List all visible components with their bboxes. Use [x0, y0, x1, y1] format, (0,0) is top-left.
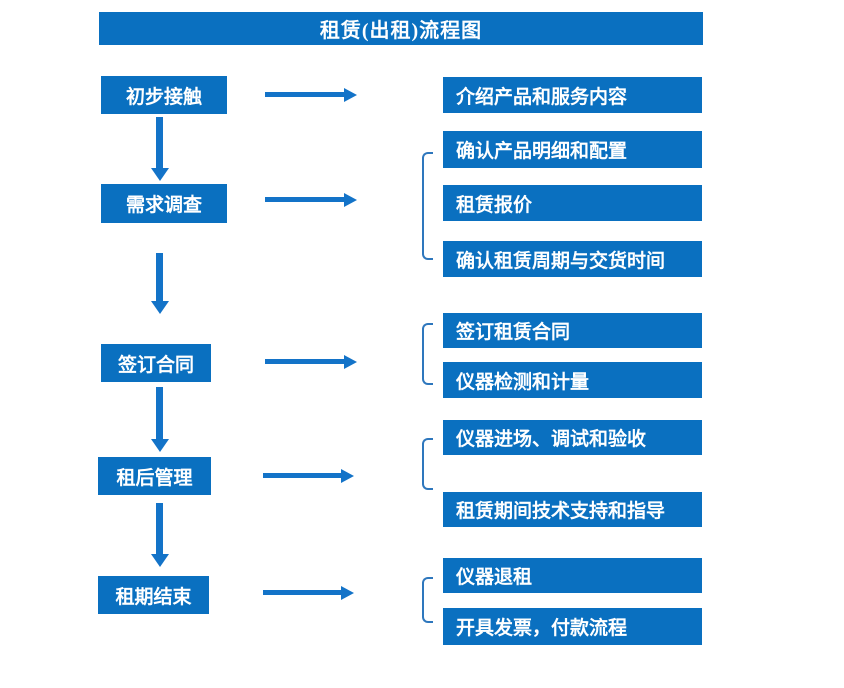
- output-box: 仪器进场、调试和验收: [443, 420, 702, 455]
- output-box: 仪器退租: [443, 558, 702, 593]
- flow-arrow-down-2: [151, 253, 169, 314]
- output-box: 租赁报价: [443, 185, 702, 221]
- arrow-head-icon: [151, 301, 169, 314]
- arrow-shaft: [265, 92, 346, 97]
- output-box: 确认产品明细和配置: [443, 131, 702, 168]
- step-box-sign-contract: 签订合同: [101, 344, 211, 382]
- output-box: 签订租赁合同: [443, 313, 702, 348]
- arrow-shaft: [263, 473, 343, 478]
- flowchart-title: 租赁(出租)流程图: [319, 20, 483, 42]
- output-box: 仪器检测和计量: [443, 362, 702, 398]
- arrow-head-icon: [151, 168, 169, 181]
- group-bracket-3: [422, 323, 433, 385]
- flow-arrow-right-1: [265, 88, 357, 102]
- output-box: 介绍产品和服务内容: [443, 77, 702, 113]
- flow-arrow-right-3: [265, 355, 357, 369]
- group-bracket-4: [422, 438, 433, 490]
- group-bracket-5: [422, 577, 433, 623]
- flow-arrow-right-2: [265, 193, 357, 207]
- group-bracket-2: [422, 152, 433, 260]
- step-box-rental-end: 租期结束: [98, 576, 209, 614]
- output-box: 租赁期间技术支持和指导: [443, 492, 702, 527]
- arrow-head-icon: [344, 193, 357, 207]
- arrow-head-icon: [151, 439, 169, 452]
- step-box-demand-survey: 需求调查: [101, 184, 227, 223]
- flow-arrow-right-4: [263, 469, 354, 483]
- flow-arrow-down-3: [151, 387, 169, 452]
- arrow-head-icon: [341, 586, 354, 600]
- flow-arrow-down-1: [151, 117, 169, 181]
- flow-arrow-down-4: [151, 503, 169, 567]
- arrow-shaft: [263, 590, 343, 595]
- arrow-shaft: [265, 359, 346, 364]
- arrow-shaft: [156, 117, 163, 170]
- flow-arrow-right-5: [263, 586, 354, 600]
- arrow-shaft: [156, 253, 163, 303]
- arrow-head-icon: [341, 469, 354, 483]
- step-box-post-rental-management: 租后管理: [98, 457, 211, 495]
- flowchart-title-bar: 租赁(出租)流程图: [99, 12, 703, 45]
- arrow-shaft: [265, 197, 346, 202]
- step-box-initial-contact: 初步接触: [101, 76, 227, 114]
- arrow-shaft: [156, 503, 163, 556]
- output-box: 确认租赁周期与交货时间: [443, 241, 702, 277]
- arrow-head-icon: [151, 554, 169, 567]
- arrow-head-icon: [344, 355, 357, 369]
- arrow-shaft: [156, 387, 163, 441]
- arrow-head-icon: [344, 88, 357, 102]
- output-box: 开具发票，付款流程: [443, 608, 702, 645]
